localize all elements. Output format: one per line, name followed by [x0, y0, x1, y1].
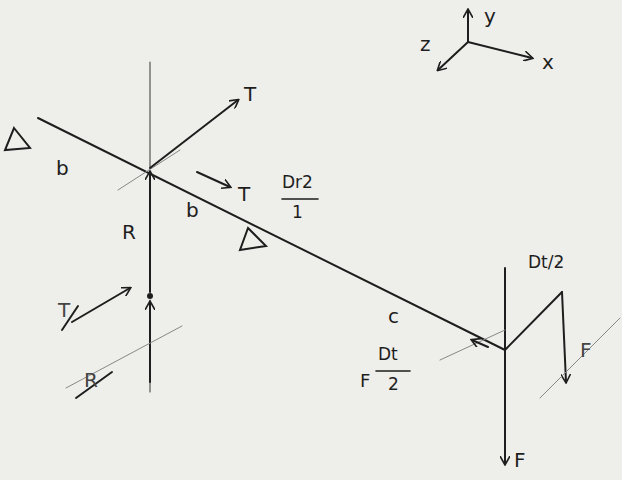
axis-label: x: [542, 52, 554, 72]
crossed-force-label: R: [84, 370, 98, 390]
dimension-label: Dt/2: [528, 254, 564, 271]
dimension-label: b: [186, 200, 199, 220]
torque-label: 2: [388, 376, 399, 393]
torque-label: 1: [292, 204, 303, 221]
force-label: R: [122, 222, 136, 242]
force-label: T: [244, 84, 256, 104]
torque-label: T: [238, 184, 250, 204]
torque-label: Dr2: [282, 174, 313, 191]
crossed-force-label: F: [580, 340, 592, 360]
crossed-force-label: T: [58, 300, 70, 320]
torque-label: F: [360, 372, 370, 390]
dimension-label: c: [388, 306, 399, 326]
force-label: F: [514, 450, 526, 470]
axis-label: z: [420, 34, 431, 54]
torque-label: Dt: [378, 346, 398, 363]
axis-label: y: [484, 6, 496, 26]
dimension-label: b: [56, 158, 69, 178]
